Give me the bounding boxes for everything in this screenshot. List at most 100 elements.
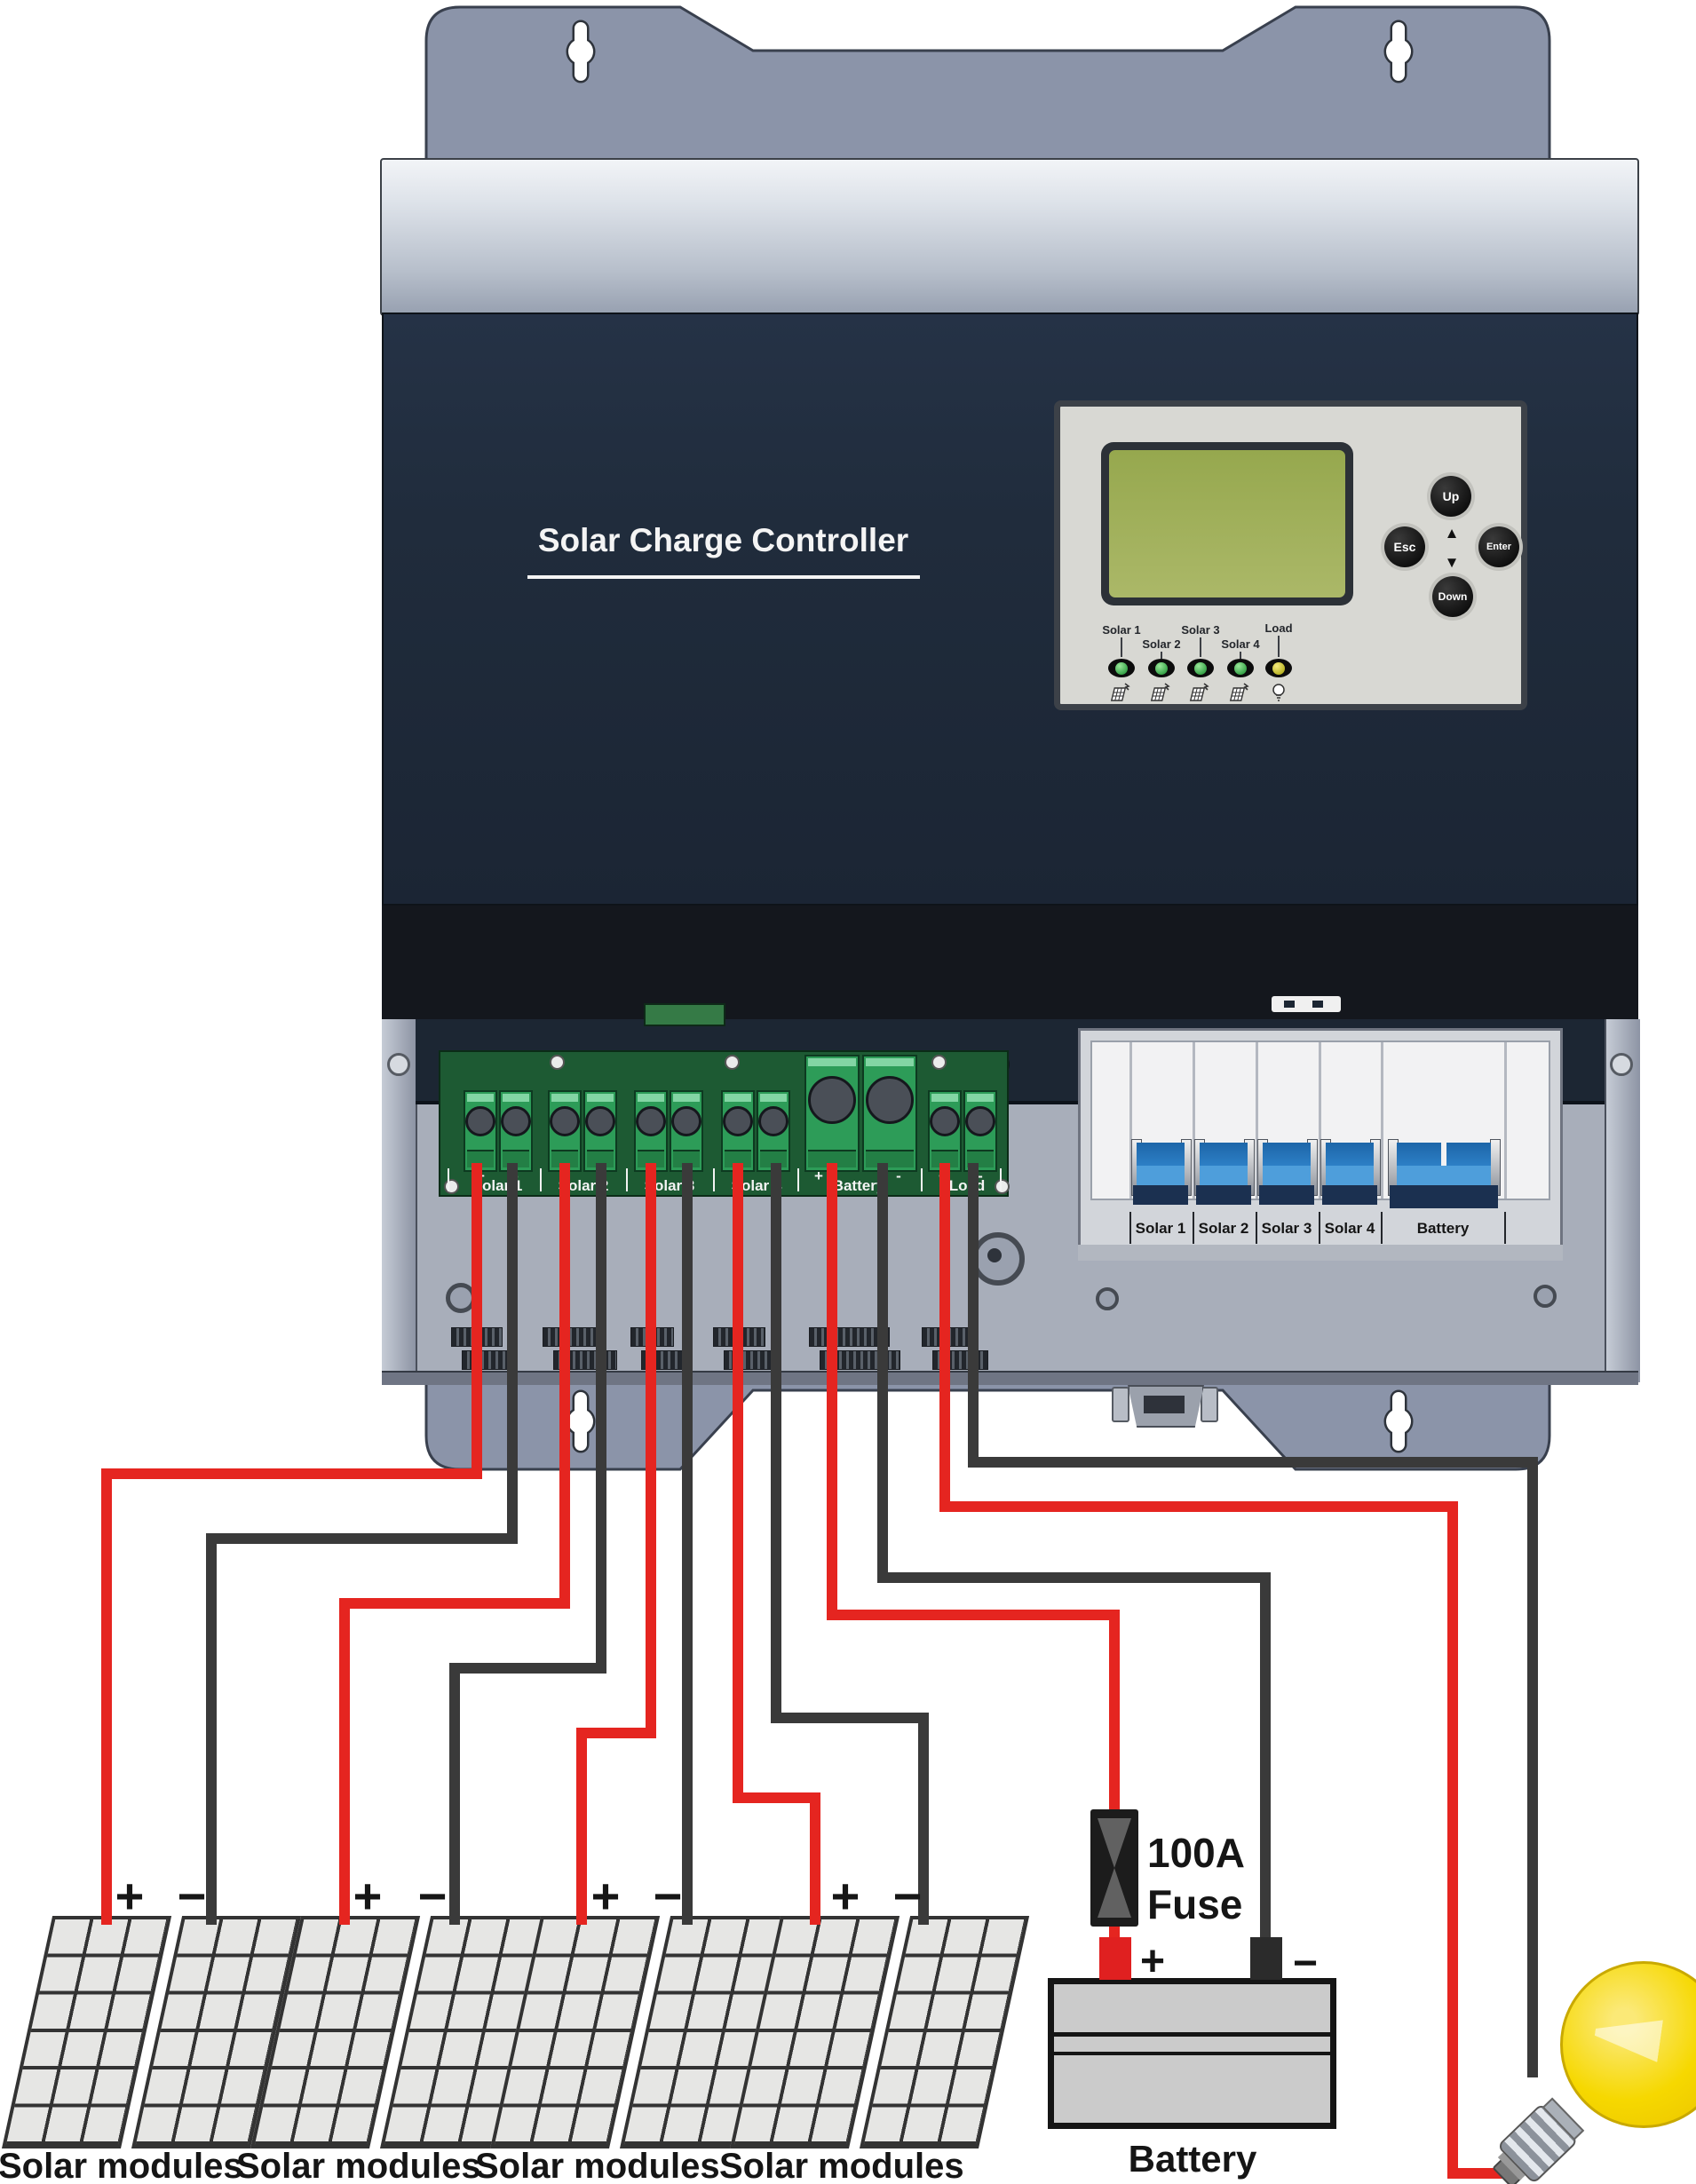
bulb-icon xyxy=(1272,684,1285,701)
fuse-word: Fuse xyxy=(1147,1881,1243,1927)
terminal-battery-pos xyxy=(804,1055,860,1172)
up-button[interactable]: Up xyxy=(1431,476,1471,517)
solar-group-label: Solar modules xyxy=(719,2147,964,2184)
breaker-label: Solar 2 xyxy=(1198,1220,1249,1237)
solar1-led xyxy=(1108,659,1135,677)
solar-panel-icon xyxy=(1150,683,1170,701)
led-label: Solar 4 xyxy=(1221,637,1260,651)
polarity-mark: - xyxy=(896,1167,901,1184)
led-label: Solar 3 xyxy=(1181,623,1220,637)
terminal-solar1-pos xyxy=(464,1090,497,1172)
solar1-pos-wire xyxy=(101,1163,482,1925)
solar2-led xyxy=(1148,659,1175,677)
brand-logo xyxy=(1272,996,1341,1012)
solar2-pos-wire xyxy=(339,1163,570,1925)
load-neg-wire xyxy=(968,1163,1538,2077)
chassis-right-rail xyxy=(1605,1019,1640,1382)
battery-neg-terminal xyxy=(1250,1937,1282,1980)
top-mounting-plate xyxy=(424,5,1551,170)
up-arrow-icon: ▲ xyxy=(1444,525,1460,542)
polarity-mark: + xyxy=(830,1868,860,1924)
solar-group-label: Solar modules xyxy=(236,2147,481,2184)
polarity-mark: − xyxy=(417,1868,448,1924)
terminal-solar2-pos xyxy=(548,1090,582,1172)
divider xyxy=(540,1168,542,1191)
terminal-load-neg xyxy=(963,1090,997,1172)
led-label: Solar 1 xyxy=(1102,623,1141,637)
load-pos-wire xyxy=(939,1163,1502,2179)
polarity-mark: + xyxy=(590,1868,621,1924)
polarity-mark: − xyxy=(177,1868,207,1924)
divider xyxy=(1256,1042,1258,1199)
chassis-bottom-lip xyxy=(382,1371,1638,1385)
solar-group-label: Solar modules xyxy=(475,2147,720,2184)
terminal-battery-neg xyxy=(862,1055,917,1172)
divider xyxy=(797,1168,799,1191)
terminal-solar4-pos xyxy=(721,1090,755,1172)
divider xyxy=(1000,1168,1002,1191)
divider xyxy=(1319,1042,1321,1199)
screw-icon xyxy=(1534,1285,1557,1308)
solar4-led xyxy=(1227,659,1254,677)
solar3-pos-wire xyxy=(576,1163,656,1925)
breaker-label: Solar 1 xyxy=(1135,1220,1186,1237)
led-label: Load xyxy=(1264,621,1293,635)
divider xyxy=(626,1168,628,1191)
solar4-neg-wire xyxy=(771,1163,929,1925)
keyhole-icon xyxy=(1383,20,1414,83)
divider xyxy=(1129,1212,1131,1244)
led-leader-line xyxy=(1240,652,1241,659)
polarity-mark: + xyxy=(353,1868,383,1924)
enter-button[interactable]: Enter xyxy=(1478,526,1519,567)
down-button[interactable]: Down xyxy=(1432,576,1473,617)
chassis-left-rail xyxy=(382,1019,417,1382)
terminal-solar3-pos xyxy=(634,1090,668,1172)
terminal-load-pos xyxy=(928,1090,962,1172)
solar2-neg-wire xyxy=(449,1163,606,1925)
led-leader-line xyxy=(1161,652,1162,659)
bulb-glass xyxy=(1560,1961,1696,2128)
screw-icon xyxy=(387,1053,410,1076)
screw-icon xyxy=(931,1055,947,1070)
divider xyxy=(921,1168,923,1191)
terminal-solar2-neg xyxy=(583,1090,617,1172)
terminal-solar4-neg xyxy=(757,1090,790,1172)
polarity-mark: - xyxy=(978,1167,983,1184)
bottom-mounting-plate xyxy=(424,1365,1551,1471)
polarity-mark: − xyxy=(653,1868,683,1924)
screw-icon xyxy=(1096,1287,1119,1310)
bulb-highlight xyxy=(1592,2011,1663,2062)
screw-icon xyxy=(550,1055,565,1070)
divider xyxy=(1193,1042,1195,1199)
led-label: Solar 2 xyxy=(1142,637,1181,651)
keyhole-icon xyxy=(566,1389,596,1453)
screw-icon xyxy=(1610,1053,1633,1076)
esc-button[interactable]: Esc xyxy=(1384,526,1425,567)
divider xyxy=(1319,1212,1320,1244)
pcb-top-tab xyxy=(644,1003,725,1026)
title-underline xyxy=(527,575,920,579)
divider xyxy=(1129,1042,1132,1199)
polarity-mark: + xyxy=(115,1868,145,1924)
solar3-led xyxy=(1187,659,1214,677)
knockout-center xyxy=(987,1248,1002,1262)
terminal-solar1-neg xyxy=(499,1090,533,1172)
db9-connector xyxy=(1110,1385,1218,1428)
polarity-mark: + xyxy=(1139,1938,1166,1985)
divider xyxy=(1381,1042,1383,1199)
polarity-mark: + xyxy=(814,1167,823,1184)
polarity-mark: − xyxy=(892,1868,923,1924)
led-leader-line xyxy=(1121,637,1122,657)
divider xyxy=(1193,1212,1194,1244)
controller-top-bar xyxy=(380,158,1639,316)
screw-icon xyxy=(725,1055,740,1070)
battery-label: Battery xyxy=(1128,2138,1257,2180)
keyhole-icon xyxy=(566,20,596,83)
divider xyxy=(1504,1212,1506,1244)
fuse xyxy=(1090,1809,1138,1927)
screw-icon xyxy=(995,1179,1010,1194)
breaker-bottom-strip xyxy=(1078,1245,1563,1261)
solar-panel-icon xyxy=(1229,683,1249,701)
terminal-solar3-neg xyxy=(670,1090,703,1172)
battery-pos-terminal xyxy=(1099,1937,1131,1980)
